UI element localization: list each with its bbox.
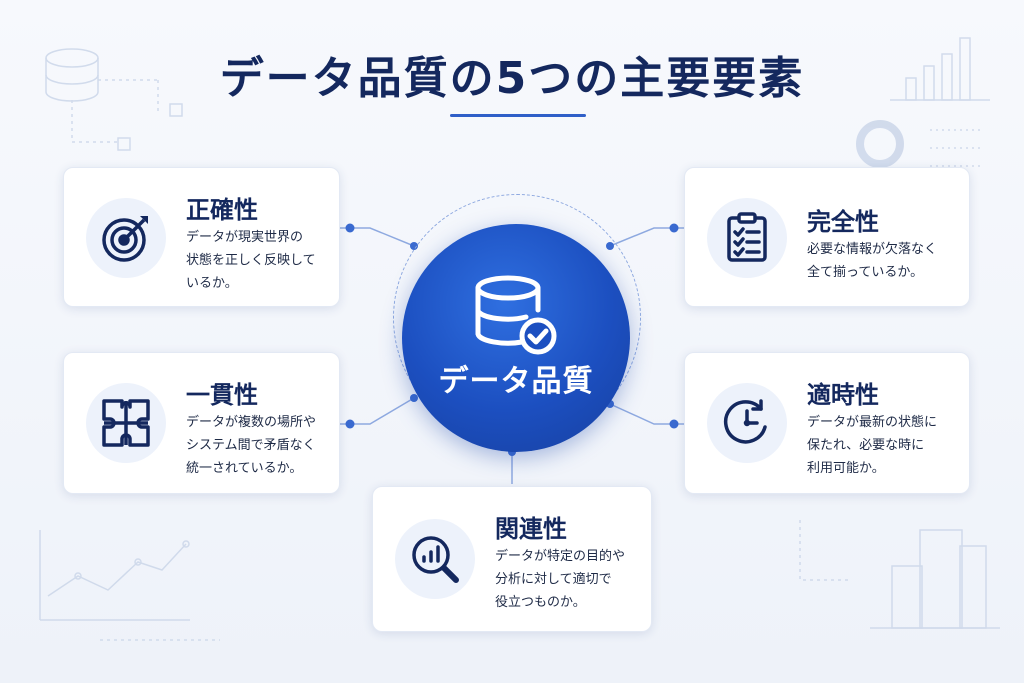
clock-icon <box>723 399 767 444</box>
card-description: データが複数の場所や システム間で矛盾なく 統一されているか。 <box>186 411 336 480</box>
card-description: データが現実世界の 状態を正しく反映して いるか。 <box>186 226 336 295</box>
checklist-icon <box>727 212 767 262</box>
card-accuracy: 正確性 データが現実世界の 状態を正しく反映して いるか。 <box>63 167 340 307</box>
card-completeness: 完全性 必要な情報が欠落なく 全て揃っているか。 <box>684 167 970 307</box>
title-underline <box>450 114 586 117</box>
desc-line: 必要な情報が欠落なく <box>807 242 938 257</box>
card-description: 必要な情報が欠落なく 全て揃っているか。 <box>807 238 957 284</box>
desc-line: 統一されているか。 <box>186 461 303 476</box>
desc-line: システム間で矛盾なく <box>186 438 316 453</box>
desc-line: いるか。 <box>186 276 238 291</box>
puzzle-icon <box>102 399 150 447</box>
desc-line: データが最新の状態に <box>807 415 938 430</box>
card-icon-circle <box>86 383 166 463</box>
card-icon-circle <box>707 383 787 463</box>
desc-line: 保たれ、必要な時に <box>807 438 925 453</box>
card-timeliness: 適時性 データが最新の状態に 保たれ、必要な時に 利用可能か。 <box>684 352 970 494</box>
desc-line: データが複数の場所や <box>186 415 317 430</box>
card-consistency: 一貫性 データが複数の場所や システム間で矛盾なく 統一されているか。 <box>63 352 340 494</box>
card-icon-circle <box>707 198 787 278</box>
hub-label: データ品質 <box>438 364 594 399</box>
card-title: 完全性 <box>807 208 879 236</box>
page-title: データ品質の5つの主要要素 <box>219 53 805 104</box>
database-check-icon <box>475 275 557 355</box>
magnifier-chart-icon <box>412 536 459 583</box>
desc-line: データが現実世界の <box>186 230 304 245</box>
card-title: 適時性 <box>807 381 879 409</box>
data-quality-hub: データ品質 <box>402 224 630 452</box>
card-title: 正確性 <box>186 196 258 224</box>
card-title: 関連性 <box>495 515 567 543</box>
card-description: データが特定の目的や 分析に対して適切で 役立つものか。 <box>495 545 645 614</box>
desc-line: 利用可能か。 <box>807 461 885 476</box>
card-description: データが最新の状態に 保たれ、必要な時に 利用可能か。 <box>807 411 957 480</box>
card-relevance: 関連性 データが特定の目的や 分析に対して適切で 役立つものか。 <box>372 486 652 632</box>
desc-line: 全て揃っているか。 <box>807 265 924 280</box>
card-icon-circle <box>86 198 166 278</box>
card-title: 一貫性 <box>186 381 258 409</box>
target-icon <box>102 216 148 262</box>
desc-line: 役立つものか。 <box>495 595 586 610</box>
desc-line: データが特定の目的や <box>495 549 626 564</box>
desc-line: 分析に対して適切で <box>495 572 612 587</box>
card-icon-circle <box>395 519 475 599</box>
desc-line: 状態を正しく反映して <box>186 253 316 268</box>
